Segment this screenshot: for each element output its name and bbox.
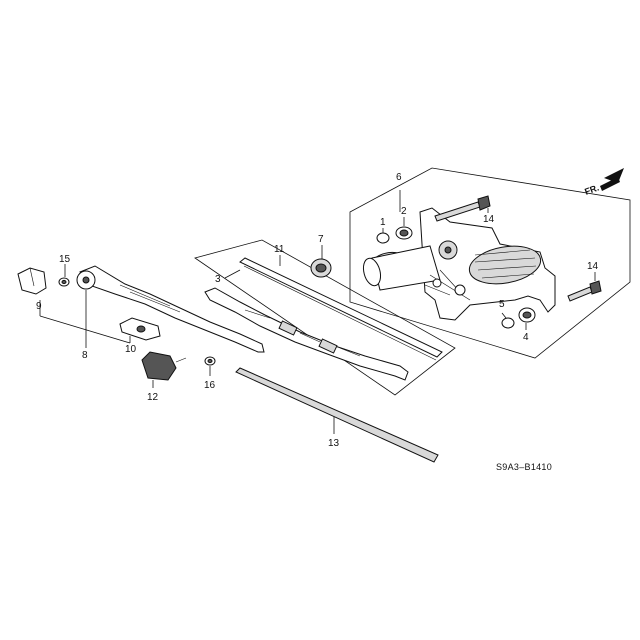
pivot-nut (204, 356, 216, 366)
bushing (395, 226, 413, 240)
wiper-arm (76, 265, 265, 353)
bolt-right (567, 280, 602, 302)
cap-nut-lower (501, 317, 515, 329)
part-label-13: 13 (328, 438, 340, 449)
part-label-4: 4 (523, 332, 529, 343)
wiper-blade-frame (204, 287, 409, 381)
part-label-5: 5 (499, 299, 505, 310)
wiper-motor (362, 207, 556, 321)
wiper-blade-rubber (239, 257, 443, 361)
motor-assembly-box (349, 167, 631, 359)
part-label-16: 16 (204, 380, 216, 391)
arm-spacer (119, 317, 161, 341)
pivot-grommet (310, 258, 332, 278)
diagram-code: S9A3–B1410 (496, 462, 552, 472)
part-label-1: 1 (380, 217, 386, 228)
cap-nut (376, 232, 390, 244)
part-label-6: 6 (396, 172, 402, 183)
part-label-12: 12 (147, 392, 159, 403)
arm-cap (17, 267, 47, 295)
part-label-15: 15 (59, 254, 71, 265)
direction-label: FR. (583, 183, 600, 197)
pivot-cap (141, 351, 187, 381)
front-direction-arrow-icon (600, 168, 624, 191)
part-label-14-upper: 14 (483, 214, 495, 225)
part-label-10: 10 (125, 344, 137, 355)
part-label-11: 11 (274, 244, 285, 255)
part-label-14-right: 14 (587, 261, 599, 272)
bolt-upper (434, 195, 491, 222)
part-label-8: 8 (82, 350, 88, 361)
part-label-2: 2 (401, 206, 407, 217)
part-label-7: 7 (318, 234, 324, 245)
part-label-9: 9 (36, 301, 42, 312)
grommet (518, 307, 536, 323)
leader-lines (39, 190, 596, 434)
garnish-strip (235, 367, 439, 463)
part-label-3: 3 (215, 274, 221, 285)
arm-nut (58, 277, 70, 287)
